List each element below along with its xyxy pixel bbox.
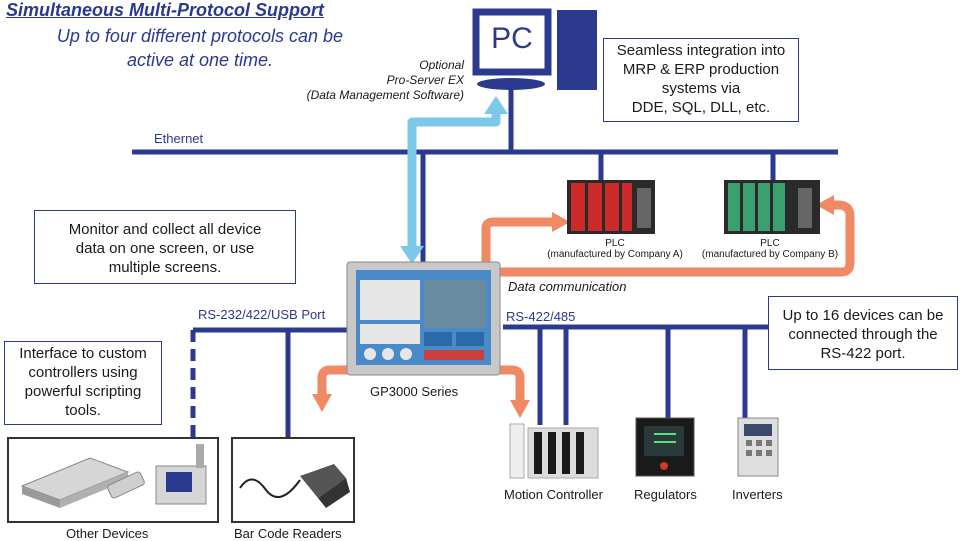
gp3000-label: GP3000 Series (370, 384, 459, 399)
integration-line-3: systems via (661, 80, 741, 97)
barcode-reader-picture (231, 437, 355, 523)
integration-callout: Seamless integration into MRP & ERP prod… (603, 38, 799, 122)
ethernet-label: Ethernet (154, 131, 204, 146)
gp3000-panel (346, 261, 501, 376)
data-comm-arrow (481, 217, 556, 262)
pc-monitor (472, 8, 552, 76)
pc-note-line-3: (Data Management Software) (306, 88, 464, 102)
pc-note-line-2: Pro-Server EX (386, 73, 464, 87)
plc-a-label: PLC (manufactured by Company A) (540, 238, 690, 260)
plc-b-line-1: PLC (760, 238, 780, 249)
interface-line-1: Interface to custom (19, 345, 147, 362)
regulators-label: Regulators (634, 487, 697, 502)
devices-line-1: Up to 16 devices can be (782, 307, 944, 324)
integration-line-1: Seamless integration into (616, 42, 786, 59)
integration-line-2: MRP & ERP production (622, 61, 780, 78)
plc-b-line-2: (manufactured by Company B) (701, 249, 839, 260)
interface-line-2: controllers using (28, 364, 138, 381)
monitor-callout: Monitor and collect all device data on o… (34, 210, 296, 284)
plc-b-unit (724, 180, 820, 234)
pc-stand (477, 78, 545, 90)
inverters-label: Inverters (732, 487, 783, 502)
plc-b-label: PLC (manufactured by Company B) (695, 238, 845, 260)
data-comm-label: Data communication (508, 279, 627, 294)
subtitle-line-1: Up to four different protocols can be (56, 26, 344, 46)
inverter-picture (737, 417, 779, 477)
interface-line-3: powerful scripting (24, 383, 142, 400)
pc-label: PC (491, 22, 533, 55)
other-devices-picture (7, 437, 219, 523)
integration-line-4: DDE, SQL, DLL, etc. (631, 99, 771, 116)
diagram-title: Simultaneous Multi-Protocol Support (6, 0, 324, 20)
other-devices-label: Other Devices (66, 526, 149, 541)
monitor-line-3: multiple screens. (108, 259, 222, 276)
rs232-label: RS-232/422/USB Port (198, 307, 326, 322)
interface-line-4: tools. (65, 402, 101, 419)
diagram-subtitle: Up to four different protocols can be ac… (30, 24, 370, 72)
plc-a-line-1: PLC (605, 238, 625, 249)
plc-a-unit (567, 180, 655, 234)
devices-line-2: connected through the (788, 326, 938, 343)
regulator-picture (635, 417, 695, 477)
pc-hmi-arrow (407, 112, 501, 250)
motion-controller-picture (509, 423, 599, 479)
plc-a-line-2: (manufactured by Company A) (547, 249, 683, 260)
rs422-label: RS-422/485 (506, 309, 576, 324)
pc-note-line-1: Optional (419, 58, 464, 72)
monitor-line-1: Monitor and collect all device (68, 221, 262, 238)
pc-software-note: Optional Pro-Server EX (Data Management … (250, 58, 464, 103)
monitor-line-2: data on one screen, or use (75, 240, 255, 257)
subtitle-line-2: active at one time. (126, 50, 274, 70)
pc-tower (557, 10, 597, 90)
devices-callout: Up to 16 devices can be connected throug… (768, 296, 958, 370)
motion-controller-label: Motion Controller (504, 487, 603, 502)
hmi-right-arrow (500, 365, 525, 404)
devices-line-3: RS-422 port. (820, 345, 906, 362)
hmi-left-arrow (317, 365, 347, 398)
interface-callout: Interface to custom controllers using po… (4, 341, 162, 425)
barcode-readers-label: Bar Code Readers (234, 526, 342, 541)
